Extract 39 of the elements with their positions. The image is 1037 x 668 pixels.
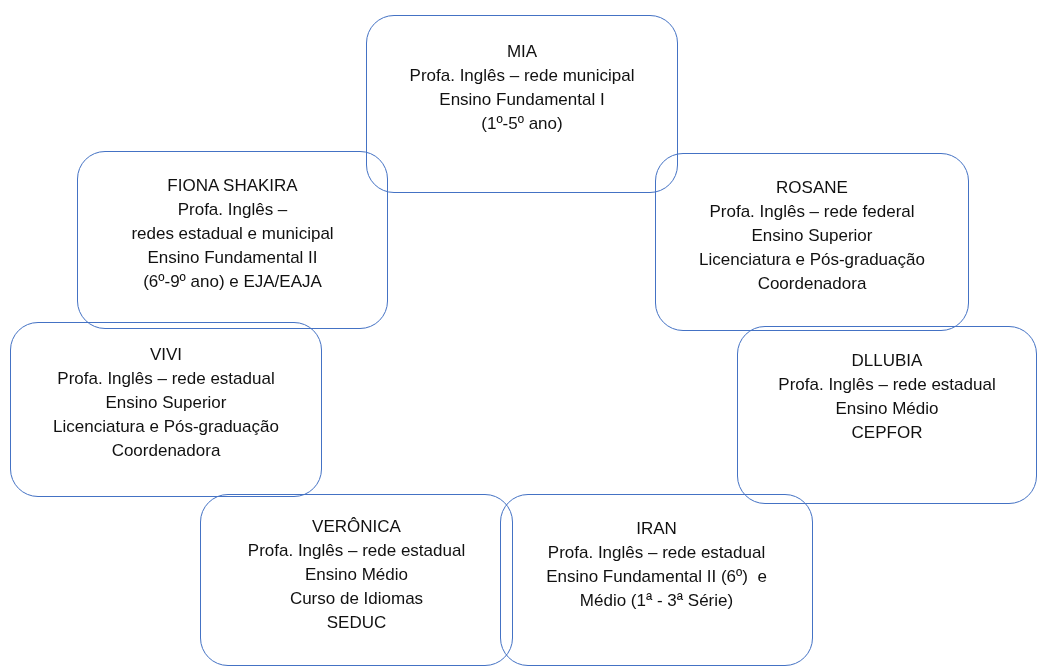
profile-card xyxy=(200,494,513,666)
info-line: Ensino Médio xyxy=(835,398,939,420)
info-line: redes estadual e municipal xyxy=(131,223,334,245)
info-line: Ensino Superior xyxy=(105,392,227,414)
info-line: SEDUC xyxy=(326,612,387,634)
info-line: Profa. Inglês – rede estadual xyxy=(547,542,766,564)
profile-card xyxy=(737,326,1037,504)
info-line: Ensino Superior xyxy=(751,225,873,247)
info-line: Ensino Fundamental II xyxy=(147,247,318,269)
info-line: Curso de Idiomas xyxy=(289,588,424,610)
info-line: Licenciatura e Pós-graduação xyxy=(699,249,925,271)
profile-card xyxy=(655,153,969,331)
teacher-name: VIVI xyxy=(149,344,183,366)
info-line: Ensino Fundamental I xyxy=(439,89,605,111)
teacher-name: FIONA SHAKIRA xyxy=(167,175,298,197)
info-line: CEPFOR xyxy=(851,422,923,444)
info-line: (1º-5º ano) xyxy=(481,113,563,135)
info-line: Ensino Médio xyxy=(305,564,408,586)
info-line: Coordenadora xyxy=(757,273,867,295)
info-line: Profa. Inglês – xyxy=(177,199,288,221)
teacher-name: ROSANE xyxy=(776,177,848,199)
info-line: Profa. Inglês – rede estadual xyxy=(778,374,996,396)
info-line: (6º-9º ano) e EJA/EAJA xyxy=(143,271,322,293)
profile-card xyxy=(10,322,322,497)
profile-card xyxy=(500,494,813,666)
teacher-name: IRAN xyxy=(636,518,677,540)
profile-card xyxy=(366,15,678,193)
info-line: Médio (1ª - 3ª Série) xyxy=(579,590,734,612)
info-line: Profa. Inglês – rede estadual xyxy=(247,540,466,562)
info-line: Licenciatura e Pós-graduação xyxy=(53,416,279,438)
teacher-name: VERÔNICA xyxy=(312,516,401,538)
info-line: Profa. Inglês – rede federal xyxy=(709,201,915,223)
profile-card xyxy=(77,151,388,329)
info-line: Coordenadora xyxy=(111,440,221,462)
info-line: Profa. Inglês – rede municipal xyxy=(409,65,635,87)
info-line: Profa. Inglês – rede estadual xyxy=(57,368,275,390)
teacher-name: DLLUBIA xyxy=(851,350,923,372)
info-line: Ensino Fundamental II (6º) e xyxy=(546,566,767,588)
teacher-name: MIA xyxy=(506,41,538,63)
